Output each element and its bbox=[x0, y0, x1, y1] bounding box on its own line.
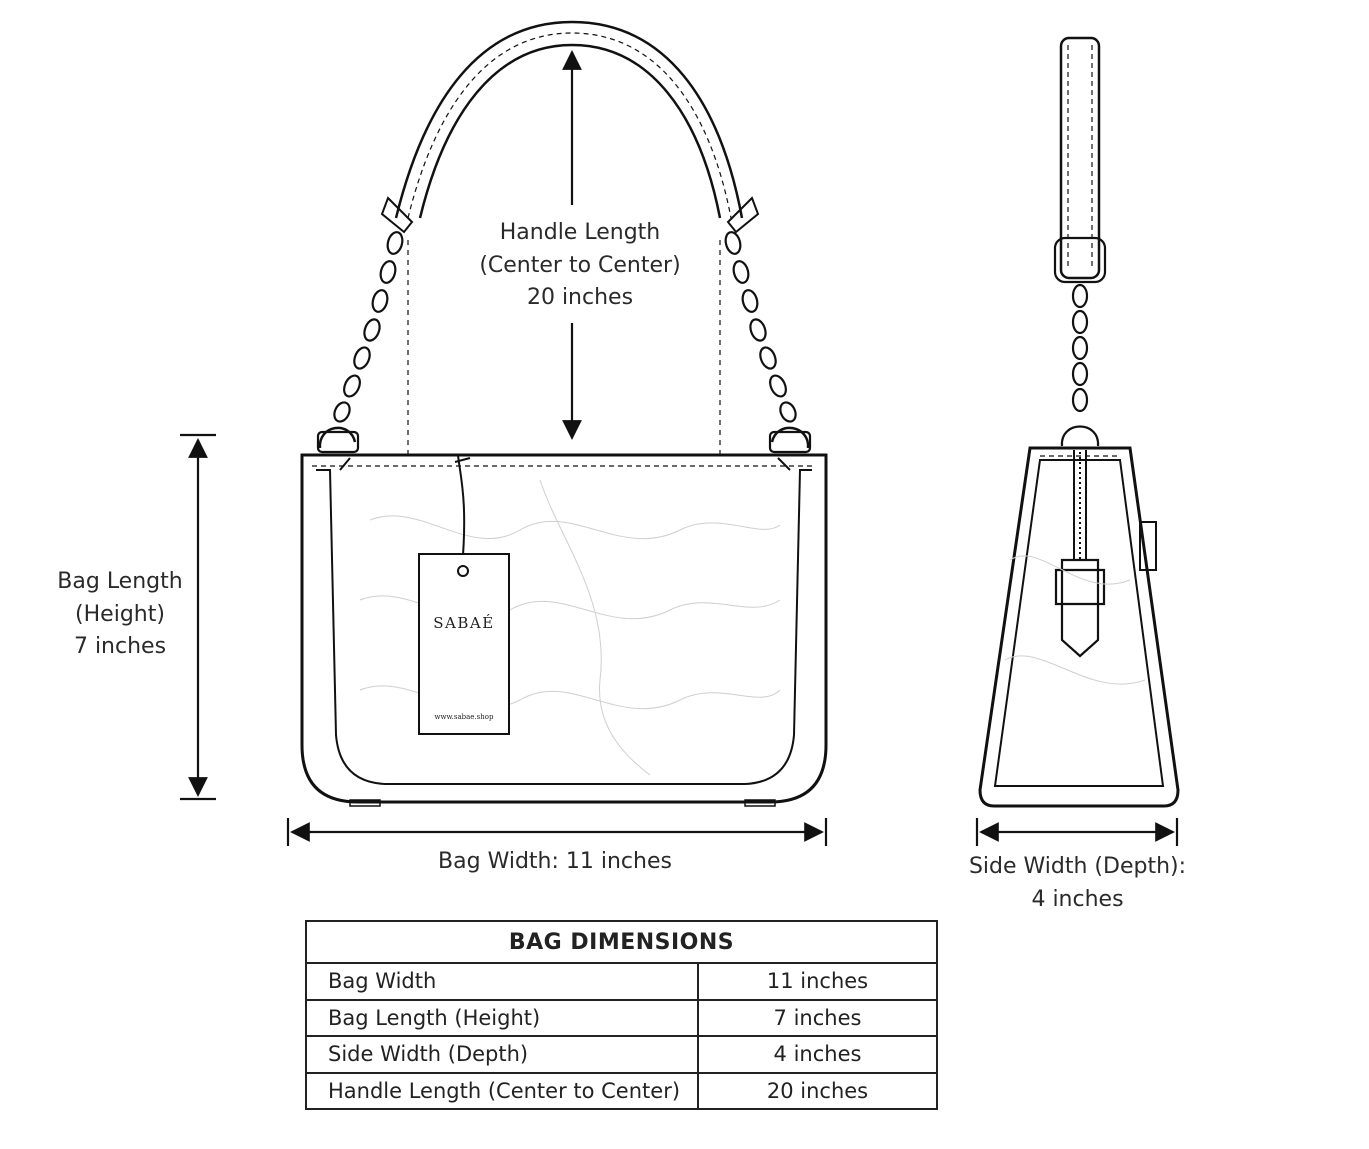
side-view bbox=[978, 36, 1180, 808]
handle-strap bbox=[380, 20, 760, 234]
right-chain bbox=[724, 231, 812, 454]
row-name: Side Width (Depth) bbox=[305, 1035, 699, 1074]
side-width-arrow bbox=[975, 818, 1179, 846]
row-value: 20 inches bbox=[697, 1071, 938, 1111]
bag-body bbox=[300, 453, 828, 807]
bag-length-label: Bag Length (Height) 7 inches bbox=[57, 569, 183, 659]
row-name: Bag Length (Height) bbox=[305, 998, 699, 1038]
row-value: 11 inches bbox=[697, 962, 938, 1001]
table-row: Bag Width 11 inches bbox=[305, 962, 938, 1001]
height-arrow bbox=[180, 433, 216, 801]
table-title: BAG DIMENSIONS bbox=[305, 920, 938, 964]
side-width-label: Side Width (Depth): 4 inches bbox=[968, 854, 1187, 912]
tag-brand: SABAÉ bbox=[433, 614, 495, 632]
table-header-row: BAG DIMENSIONS bbox=[305, 920, 938, 964]
row-value: 7 inches bbox=[697, 998, 938, 1038]
front-view bbox=[300, 20, 828, 807]
table-row: Handle Length (Center to Center) 20 inch… bbox=[305, 1071, 938, 1111]
table-row: Bag Length (Height) 7 inches bbox=[305, 998, 938, 1038]
table-row: Side Width (Depth) 4 inches bbox=[305, 1035, 938, 1074]
row-name: Handle Length (Center to Center) bbox=[305, 1071, 699, 1111]
bag-width-label: Bag Width: 11 inches bbox=[438, 849, 672, 874]
dimensions-table: BAG DIMENSIONS Bag Width 11 inches Bag L… bbox=[305, 920, 938, 1111]
hang-tag bbox=[418, 454, 510, 735]
width-arrow bbox=[286, 818, 828, 846]
row-name: Bag Width bbox=[305, 962, 699, 1001]
left-chain bbox=[316, 231, 404, 454]
tag-url: www.sabae.shop bbox=[434, 713, 494, 721]
row-value: 4 inches bbox=[697, 1035, 938, 1074]
handle-length-label: Handle Length (Center to Center) 20 inch… bbox=[470, 217, 690, 315]
